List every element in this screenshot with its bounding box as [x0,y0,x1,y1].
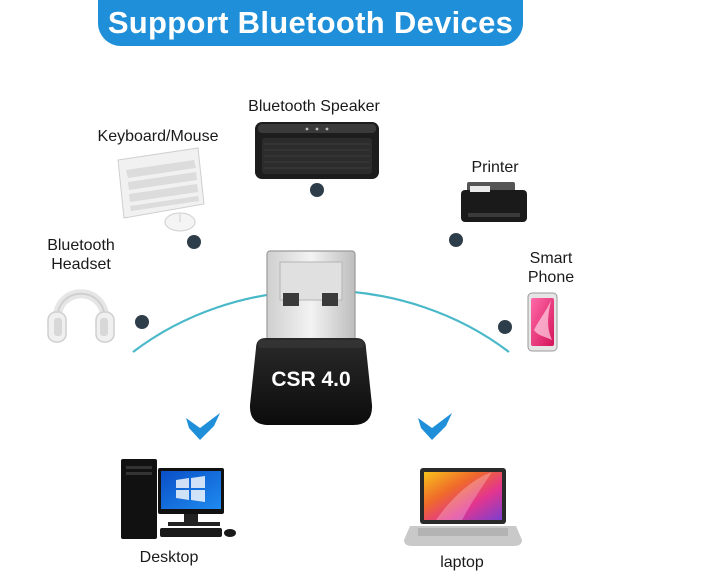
keyboard-mouse-icon [117,147,205,232]
arc-dot-speaker [310,183,324,197]
smartphone-icon [527,292,558,352]
label-phone-line1: Smart [529,250,573,267]
label-laptop: laptop [440,554,484,571]
check-right-icon [418,413,452,440]
laptop-icon [404,468,522,546]
arc-dot-keyboard [187,235,201,249]
label-headset: Bluetooth Headset [42,236,120,274]
check-left-icon [186,413,220,440]
label-phone-line2: Phone [527,269,575,286]
arc-dot-printer [449,233,463,247]
printer-icon [461,182,527,222]
speaker-icon [255,122,379,179]
arc-dot-phone [498,320,512,334]
title-banner: Support Bluetooth Devices [98,0,523,46]
desktop-icon [121,459,236,539]
headphones-icon [47,289,115,343]
dongle-label: CSR 4.0 [271,368,351,391]
arc-dot-headset [135,315,149,329]
label-smart-phone: Smart Phone [520,249,582,287]
label-keyboard-mouse: Keyboard/Mouse [97,128,219,145]
label-printer: Printer [471,159,519,176]
label-headset-line2: Headset [51,256,111,273]
banner-title: Support Bluetooth Devices [107,5,514,40]
usb-dongle-icon [249,250,373,425]
label-desktop: Desktop [139,549,199,566]
label-speaker: Bluetooth Speaker [248,98,380,115]
label-headset-line1: Bluetooth [47,237,115,254]
